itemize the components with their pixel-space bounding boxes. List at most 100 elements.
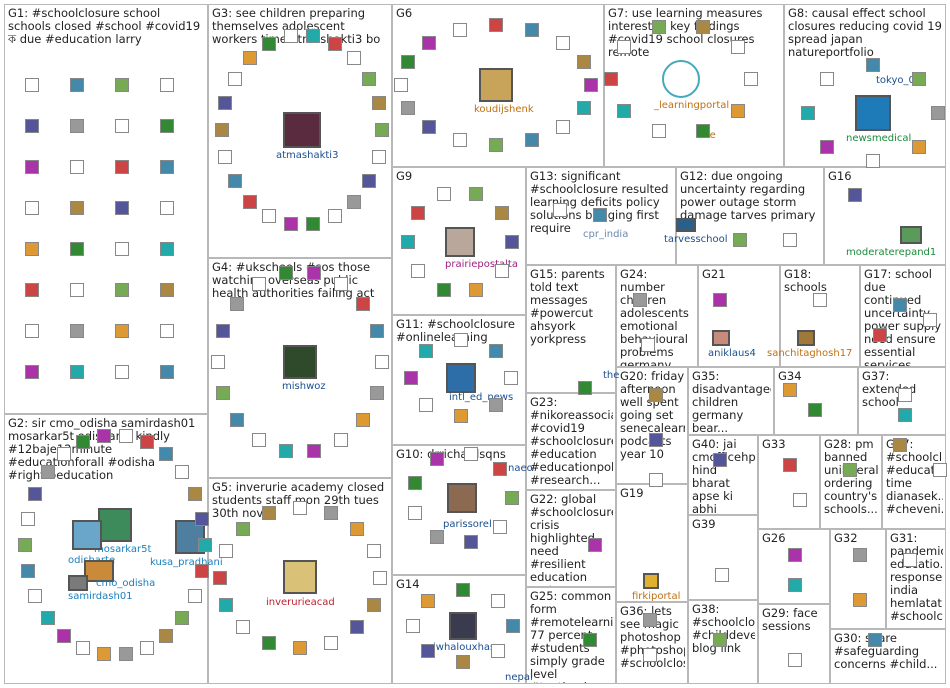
account-avatar-icon[interactable] bbox=[489, 18, 503, 32]
account-avatar-icon[interactable] bbox=[195, 511, 210, 526]
account-avatar-icon[interactable] bbox=[456, 655, 470, 669]
account-avatar-icon[interactable] bbox=[261, 209, 276, 224]
account-avatar-icon[interactable] bbox=[40, 610, 55, 625]
account-avatar-icon[interactable] bbox=[371, 149, 386, 164]
account-avatar-icon[interactable] bbox=[334, 432, 348, 447]
account-avatar-icon[interactable] bbox=[278, 266, 293, 281]
account-avatar-icon[interactable] bbox=[373, 571, 387, 585]
account-avatar-icon[interactable] bbox=[744, 72, 758, 86]
account-avatar-icon[interactable] bbox=[593, 208, 607, 222]
account-avatar-icon[interactable] bbox=[525, 133, 540, 148]
account-avatar-icon[interactable] bbox=[418, 397, 433, 412]
account-avatar-icon[interactable] bbox=[505, 491, 519, 505]
account-avatar-icon[interactable] bbox=[848, 188, 862, 202]
account-avatar-icon[interactable] bbox=[40, 465, 55, 480]
account-avatar-icon[interactable] bbox=[695, 19, 710, 34]
account-avatar-icon[interactable] bbox=[215, 324, 230, 339]
account-avatar-icon[interactable] bbox=[375, 123, 389, 137]
account-avatar-icon[interactable] bbox=[911, 139, 926, 154]
account-avatar-icon[interactable] bbox=[410, 205, 425, 220]
account-avatar-icon[interactable] bbox=[469, 282, 484, 297]
account-avatar-icon[interactable] bbox=[70, 365, 84, 379]
account-avatar-icon[interactable] bbox=[793, 493, 807, 507]
account-avatar-icon[interactable] bbox=[783, 233, 797, 247]
account-avatar-icon[interactable] bbox=[401, 55, 416, 70]
account-avatar-icon[interactable] bbox=[76, 435, 91, 450]
account-avatar-icon[interactable] bbox=[160, 283, 174, 297]
account-avatar-icon[interactable] bbox=[230, 412, 245, 427]
account-avatar-icon[interactable] bbox=[70, 160, 84, 174]
account-avatar-icon[interactable] bbox=[187, 486, 202, 501]
account-avatar-icon[interactable] bbox=[643, 613, 657, 627]
account-avatar-icon[interactable] bbox=[25, 160, 39, 174]
account-avatar-icon[interactable] bbox=[420, 593, 435, 608]
account-avatar-icon[interactable] bbox=[198, 538, 212, 552]
account-avatar-icon[interactable] bbox=[652, 124, 667, 139]
account-avatar-icon[interactable] bbox=[278, 443, 293, 458]
account-avatar-icon[interactable] bbox=[436, 187, 451, 202]
account-avatar-icon[interactable] bbox=[713, 453, 727, 467]
account-avatar-icon[interactable] bbox=[588, 538, 602, 552]
account-avatar-icon[interactable] bbox=[118, 647, 133, 662]
account-avatar-icon[interactable] bbox=[25, 242, 39, 256]
account-avatar-icon[interactable] bbox=[556, 120, 571, 135]
account-avatar-icon[interactable] bbox=[491, 593, 506, 608]
account-avatar-icon[interactable] bbox=[323, 635, 338, 650]
account-avatar-icon[interactable] bbox=[28, 589, 43, 604]
account-avatar-icon[interactable] bbox=[115, 78, 129, 92]
account-avatar-icon[interactable] bbox=[788, 548, 802, 562]
account-avatar-icon[interactable] bbox=[576, 100, 591, 115]
account-avatar-icon[interactable] bbox=[362, 71, 377, 86]
account-avatar-icon[interactable] bbox=[911, 72, 926, 87]
account-avatar-icon[interactable] bbox=[115, 160, 129, 174]
account-avatar-icon[interactable] bbox=[139, 435, 154, 450]
account-avatar-icon[interactable] bbox=[923, 313, 937, 327]
account-avatar-icon[interactable] bbox=[410, 264, 425, 279]
account-avatar-icon[interactable] bbox=[456, 583, 470, 597]
account-avatar-icon[interactable] bbox=[211, 355, 225, 369]
account-avatar-icon[interactable] bbox=[421, 120, 436, 135]
account-avatar-icon[interactable] bbox=[903, 553, 917, 567]
account-avatar-icon[interactable] bbox=[347, 194, 362, 209]
account-avatar-icon[interactable] bbox=[115, 283, 129, 297]
account-avatar-icon[interactable] bbox=[25, 365, 39, 379]
account-avatar-icon[interactable] bbox=[695, 124, 710, 139]
account-avatar-icon[interactable] bbox=[371, 96, 386, 111]
account-avatar-icon[interactable] bbox=[454, 333, 468, 347]
account-avatar-icon[interactable] bbox=[604, 72, 618, 86]
account-avatar-icon[interactable] bbox=[643, 648, 657, 662]
account-avatar-icon[interactable] bbox=[394, 78, 408, 92]
account-avatar-icon[interactable] bbox=[293, 501, 307, 515]
account-avatar-icon[interactable] bbox=[788, 653, 802, 667]
account-avatar-icon[interactable] bbox=[215, 123, 229, 137]
account-avatar-icon[interactable] bbox=[420, 644, 435, 659]
account-avatar-icon[interactable] bbox=[813, 293, 827, 307]
account-avatar-icon[interactable] bbox=[713, 293, 727, 307]
account-avatar-icon[interactable] bbox=[70, 324, 84, 338]
account-avatar-icon[interactable] bbox=[283, 217, 298, 232]
account-avatar-icon[interactable] bbox=[366, 597, 381, 612]
account-avatar-icon[interactable] bbox=[261, 36, 276, 51]
account-avatar-icon[interactable] bbox=[452, 22, 467, 37]
account-avatar-icon[interactable] bbox=[18, 538, 32, 552]
account-avatar-icon[interactable] bbox=[160, 78, 174, 92]
account-avatar-icon[interactable] bbox=[215, 385, 230, 400]
account-avatar-icon[interactable] bbox=[355, 297, 370, 312]
account-avatar-icon[interactable] bbox=[633, 293, 647, 307]
account-avatar-icon[interactable] bbox=[242, 194, 257, 209]
account-avatar-icon[interactable] bbox=[366, 544, 381, 559]
account-avatar-icon[interactable] bbox=[70, 201, 84, 215]
account-avatar-icon[interactable] bbox=[227, 174, 242, 189]
account-avatar-icon[interactable] bbox=[307, 443, 322, 458]
account-avatar-icon[interactable] bbox=[493, 519, 508, 534]
account-avatar-icon[interactable] bbox=[218, 96, 233, 111]
account-avatar-icon[interactable] bbox=[617, 104, 632, 119]
account-avatar-icon[interactable] bbox=[931, 106, 945, 120]
account-avatar-icon[interactable] bbox=[213, 571, 227, 585]
account-avatar-icon[interactable] bbox=[347, 51, 362, 66]
account-avatar-icon[interactable] bbox=[421, 35, 436, 50]
account-avatar-icon[interactable] bbox=[430, 529, 444, 544]
account-avatar-icon[interactable] bbox=[115, 201, 129, 215]
account-avatar-icon[interactable] bbox=[159, 447, 174, 462]
account-avatar-icon[interactable] bbox=[504, 371, 518, 385]
